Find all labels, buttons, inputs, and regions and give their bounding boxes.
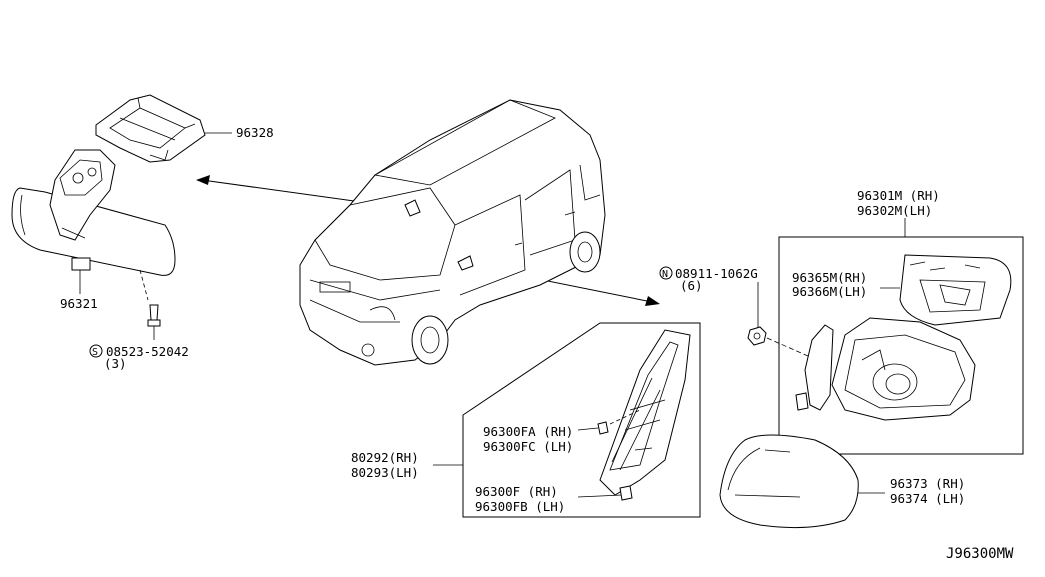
label-finisher-rh: 80292(RH)	[351, 450, 419, 465]
label-mirror-assy-rh: 96301M (RH)	[857, 188, 940, 203]
label-glass-lh: 96366M(LH)	[792, 284, 867, 299]
inner-mirror-illustration	[11, 149, 176, 276]
mirror-glass-illustration	[899, 254, 1012, 326]
nut-symbol: N	[659, 266, 673, 280]
mirror-cover-illustration	[719, 434, 859, 529]
screw-symbol: S	[89, 344, 103, 358]
label-clip-fb: 96300FB (LH)	[475, 499, 565, 514]
label-inner-mirror: 96321	[60, 296, 98, 311]
svg-text:N: N	[662, 269, 668, 280]
label-cover-rh: 96373 (RH)	[890, 476, 965, 491]
label-nut-code: 08911-1062G	[675, 266, 758, 281]
label-clip-fa: 96300FA (RH)	[483, 424, 573, 439]
vehicle-illustration	[299, 99, 606, 366]
label-screw-code: 08523-52042	[106, 344, 189, 359]
bracket-illustration	[95, 94, 206, 163]
label-finisher-lh: 80293(LH)	[351, 465, 419, 480]
finisher-illustration	[599, 329, 691, 496]
screw-illustration	[139, 269, 161, 327]
clip-upper-illustration	[597, 421, 609, 435]
label-clip-fc: 96300FC (LH)	[483, 439, 573, 454]
nut-illustration	[747, 326, 767, 346]
label-cover-lh: 96374 (LH)	[890, 491, 965, 506]
label-clip-f: 96300F (RH)	[475, 484, 558, 499]
label-mirror-assy-lh: 96302M(LH)	[857, 203, 932, 218]
mirror-body-illustration	[795, 317, 976, 421]
label-screw-qty: (3)	[104, 356, 127, 371]
svg-text:S: S	[92, 347, 98, 358]
label-bracket: 96328	[236, 125, 274, 140]
diagram-id: J96300MW	[946, 546, 1014, 562]
label-glass-rh: 96365M(RH)	[792, 270, 867, 285]
label-nut-qty: (6)	[680, 278, 703, 293]
clip-lower-illustration	[619, 485, 633, 501]
